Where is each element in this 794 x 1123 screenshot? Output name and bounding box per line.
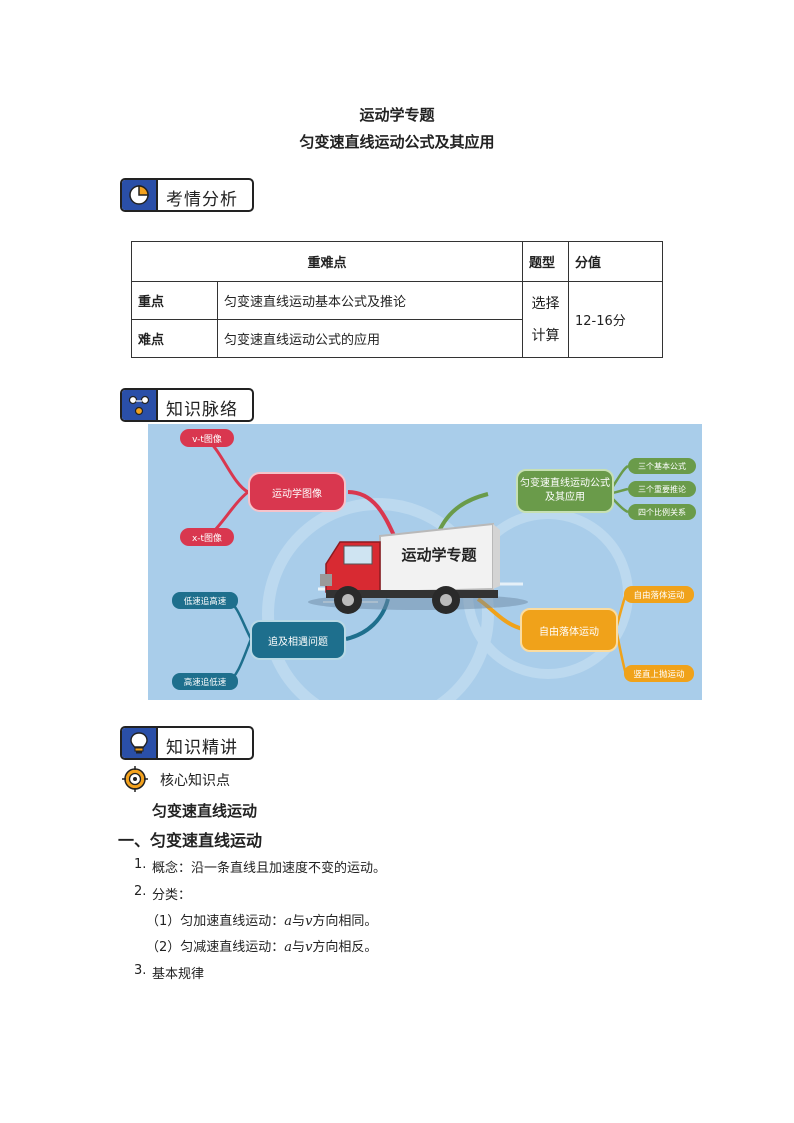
type-value: 计算 bbox=[531, 327, 560, 344]
table-row: 重点 匀变速直线运动基本公式及推论 选择 计算 12-16分 bbox=[131, 281, 663, 358]
row-label: 难点 bbox=[131, 319, 218, 358]
lecture-heading: 一、匀变速直线运动 bbox=[118, 831, 263, 850]
row-content: 匀变速直线运动公式的应用 bbox=[217, 319, 523, 358]
doc-subtitle: 匀变速直线运动公式及其应用 bbox=[299, 133, 495, 151]
node-formula-2: 三个重要推论 bbox=[628, 481, 696, 497]
sub-item-text: 与 bbox=[292, 914, 306, 929]
node-chase-problem: 追及相遇问题 bbox=[250, 620, 346, 660]
type-value: 选择 bbox=[531, 295, 560, 312]
node-formula-3: 四个比例关系 bbox=[628, 504, 696, 520]
section-title: 知识精讲 bbox=[166, 738, 238, 758]
pie-chart-icon bbox=[122, 180, 158, 210]
mind-map-center: 运动学专题 bbox=[401, 545, 477, 564]
sub-item-text: 与 bbox=[292, 940, 306, 955]
node-kinematics-graphs: 运动学图像 bbox=[248, 472, 346, 512]
row-content: 匀变速直线运动基本公式及推论 bbox=[217, 281, 523, 320]
node-formula-1: 三个基本公式 bbox=[628, 458, 696, 474]
list-number: 3. bbox=[134, 963, 147, 978]
node-fall-2: 竖直上抛运动 bbox=[624, 665, 694, 682]
section-header-lecture: 知识精讲 bbox=[120, 726, 254, 760]
core-knowledge-label: 核心知识点 bbox=[160, 773, 230, 789]
node-fall-1: 自由落体运动 bbox=[624, 586, 694, 603]
sub-item-text: （2）匀减速直线运动： bbox=[146, 940, 285, 955]
sub-item-text: （1）匀加速直线运动： bbox=[146, 914, 285, 929]
table-header-cell: 题型 bbox=[522, 241, 569, 282]
list-number: 1. bbox=[134, 857, 147, 872]
lecture-subtitle: 匀变速直线运动 bbox=[152, 802, 258, 820]
symbol-a: a bbox=[284, 940, 293, 955]
section-header-analysis: 考情分析 bbox=[120, 178, 254, 212]
network-icon bbox=[122, 390, 158, 420]
node-chase-1: 低速追高速 bbox=[172, 592, 238, 609]
section-header-context: 知识脉络 bbox=[120, 388, 254, 422]
doc-title: 运动学专题 bbox=[359, 106, 435, 124]
symbol-a: a bbox=[284, 914, 293, 929]
target-icon bbox=[122, 766, 148, 792]
node-free-fall: 自由落体运动 bbox=[520, 608, 618, 652]
list-item-basic-laws: 基本规律 bbox=[152, 967, 205, 982]
list-item-classification: 分类： bbox=[152, 888, 192, 903]
section-title: 考情分析 bbox=[166, 190, 238, 210]
row-label: 重点 bbox=[131, 281, 218, 320]
symbol-v: v bbox=[305, 940, 313, 955]
list-number: 2. bbox=[134, 884, 147, 899]
section-title: 知识脉络 bbox=[166, 400, 238, 420]
score-cell: 12-16分 bbox=[568, 281, 663, 358]
node-chase-2: 高速追低速 bbox=[172, 673, 238, 690]
sub-item-text: 方向相反。 bbox=[312, 940, 378, 955]
table-header-cell: 重难点 bbox=[131, 241, 523, 282]
sub-item-accelerate: （1）匀加速直线运动：a与v方向相同。 bbox=[146, 910, 377, 929]
type-cell: 选择 计算 bbox=[522, 281, 569, 358]
sub-item-decelerate: （2）匀减速直线运动：a与v方向相反。 bbox=[146, 936, 377, 955]
node-xt-graph: x-t图像 bbox=[180, 528, 234, 546]
table-row: 难点 匀变速直线运动公式的应用 bbox=[131, 319, 663, 358]
list-item-concept: 概念：沿一条直线且加速度不变的运动。 bbox=[152, 861, 387, 876]
mind-map: 运动学专题 运动学图像 v-t图像 x-t图像 匀变速直线运动公式及其应用 三个… bbox=[148, 424, 702, 700]
difficulty-table: 重难点 题型 分值 重点 匀变速直线运动基本公式及推论 选择 计算 12-16分… bbox=[131, 241, 663, 358]
lightbulb-icon bbox=[122, 728, 158, 758]
node-vt-graph: v-t图像 bbox=[180, 429, 234, 447]
node-uniform-motion: 匀变速直线运动公式及其应用 bbox=[516, 469, 614, 513]
table-header-cell: 分值 bbox=[568, 241, 663, 282]
sub-item-text: 方向相同。 bbox=[312, 914, 378, 929]
symbol-v: v bbox=[305, 914, 313, 929]
